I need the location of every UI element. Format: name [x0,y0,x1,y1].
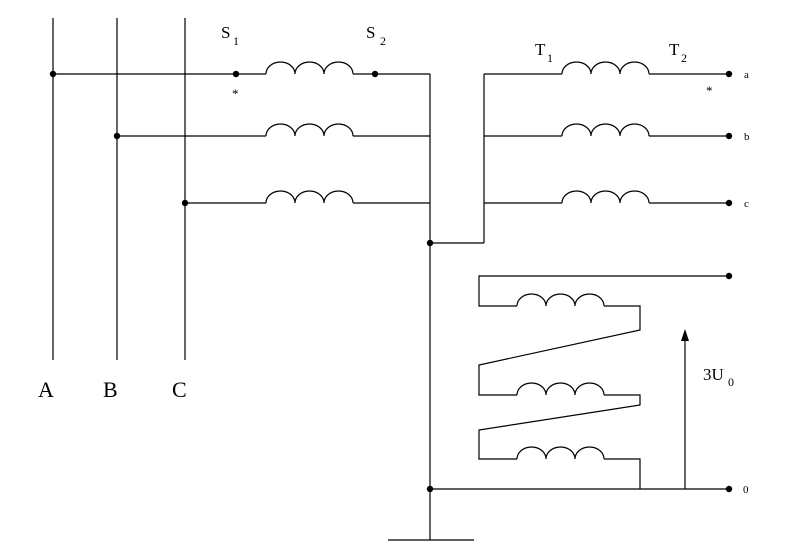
terminal-t2-label: T [669,40,680,59]
terminal-s2-label: S [366,23,375,42]
terminal-t2-subscript: 2 [681,51,687,65]
polarity-mark-primary: * [232,86,239,101]
output-label-zero: 0 [743,484,749,496]
primary-coil-b [265,123,354,137]
output-label-c: c [744,198,749,210]
output-terminal-c-dot [725,199,733,207]
secondary-coil-a [561,61,650,75]
output-terminal-b-dot [725,132,733,140]
junction-dot [113,132,121,140]
junction-dot [426,485,434,493]
open-delta-terminal-dot [725,272,733,280]
open-delta-coil-1 [516,293,605,307]
voltage-label: 3U [703,365,724,384]
terminal-t1-subscript: 1 [547,51,553,65]
open-delta-coil-3 [516,446,605,460]
voltage-label-subscript: 0 [728,375,734,389]
open-delta-coil-2 [516,382,605,396]
secondary-coil-b [561,123,650,137]
junction-dot [181,199,189,207]
secondary-coil-c [561,190,650,204]
polarity-mark-secondary: * [706,83,713,98]
primary-coil-c [265,190,354,204]
terminal-t1-label: T [535,40,546,59]
phase-label-a: A [38,377,54,402]
phase-label-c: C [172,377,187,402]
primary-coil-a [265,61,354,75]
output-label-a: a [744,69,749,81]
terminal-s1-dot [232,70,240,78]
junction-dot [426,239,434,247]
terminal-s1-subscript: 1 [233,34,239,48]
terminal-s2-dot [371,70,379,78]
output-label-b: b [744,131,750,143]
output-terminal-a-dot [725,70,733,78]
phase-label-b: B [103,377,118,402]
voltage-arrow-head [681,329,689,341]
open-delta-winding [478,275,729,489]
terminal-s2-subscript: 2 [380,34,386,48]
output-terminal-zero-dot [725,485,733,493]
junction-dot [49,70,57,78]
terminal-s1-label: S [221,23,230,42]
